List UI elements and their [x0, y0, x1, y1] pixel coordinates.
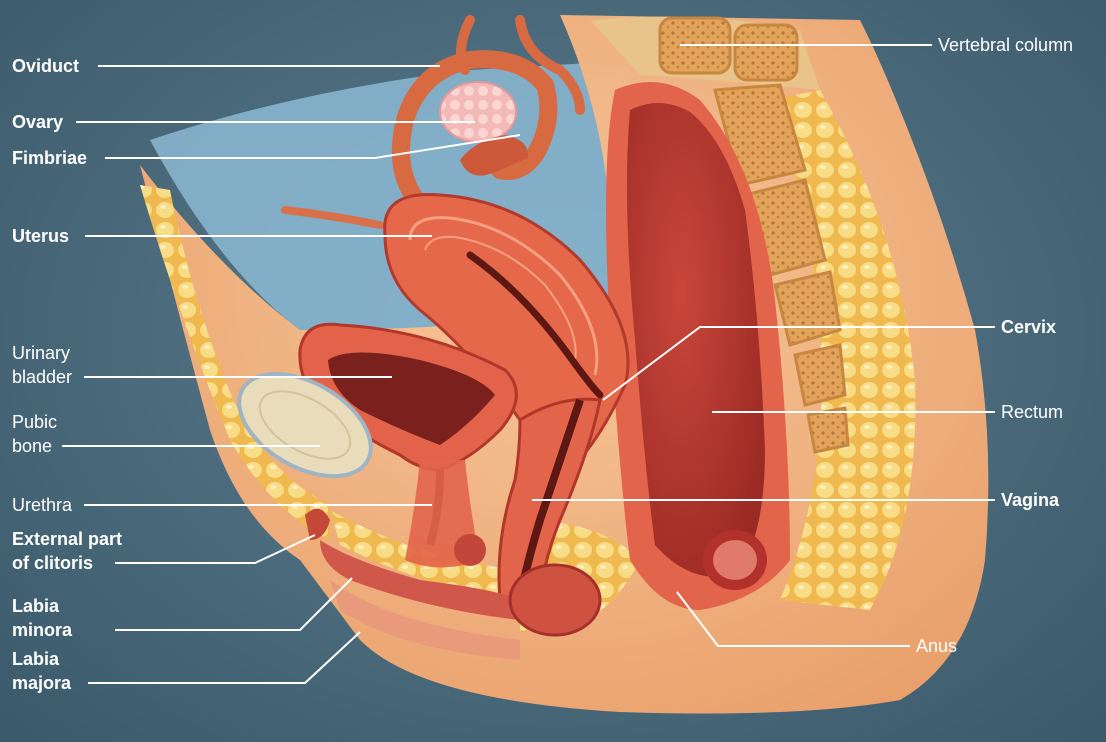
- label-external-clitoris-line1: External part: [12, 527, 122, 551]
- label-external-clitoris-line2: of clitoris: [12, 551, 122, 575]
- label-urinary-bladder: Urinary bladder: [12, 341, 72, 389]
- label-urinary-bladder-line2: bladder: [12, 365, 72, 389]
- label-labia-minora-line1: Labia: [12, 594, 72, 618]
- label-ovary: Ovary: [12, 110, 63, 134]
- label-cervix: Cervix: [1001, 315, 1056, 339]
- label-anus: Anus: [916, 634, 957, 658]
- label-pubic-bone-line1: Pubic: [12, 410, 57, 434]
- label-labia-minora: Labia minora: [12, 594, 72, 642]
- label-vagina: Vagina: [1001, 488, 1059, 512]
- label-labia-majora-line2: majora: [12, 671, 71, 695]
- label-oviduct: Oviduct: [12, 54, 79, 78]
- label-pubic-bone: Pubic bone: [12, 410, 57, 458]
- ovary: [440, 82, 516, 142]
- label-rectum: Rectum: [1001, 400, 1063, 424]
- label-uterus: Uterus: [12, 224, 69, 248]
- label-fimbriae: Fimbriae: [12, 146, 87, 170]
- label-urinary-bladder-line1: Urinary: [12, 341, 72, 365]
- vaginal-opening: [454, 534, 486, 566]
- label-urethra: Urethra: [12, 493, 72, 517]
- label-labia-majora-line1: Labia: [12, 647, 71, 671]
- label-labia-majora: Labia majora: [12, 647, 71, 695]
- label-pubic-bone-line2: bone: [12, 434, 57, 458]
- label-labia-minora-line2: minora: [12, 618, 72, 642]
- label-vertebral-column: Vertebral column: [938, 33, 1073, 57]
- label-external-clitoris: External part of clitoris: [12, 527, 122, 575]
